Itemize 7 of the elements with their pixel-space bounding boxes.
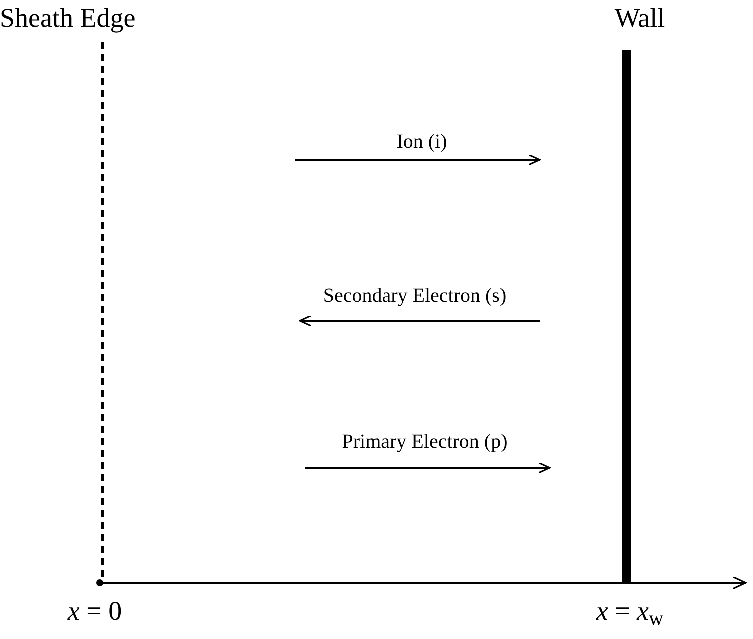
- particle-label: Ion (i): [396, 130, 448, 155]
- wall-label: Wall: [614, 2, 666, 35]
- particle-label: Primary Electron (p): [341, 430, 509, 455]
- position-label: x = x$_{w}$: [595, 595, 665, 629]
- particle-label: Secondary Electron (s): [322, 284, 508, 309]
- position-label: x = 0: [66, 595, 124, 628]
- sheath-edge-label: Sheath Edge: [0, 2, 137, 35]
